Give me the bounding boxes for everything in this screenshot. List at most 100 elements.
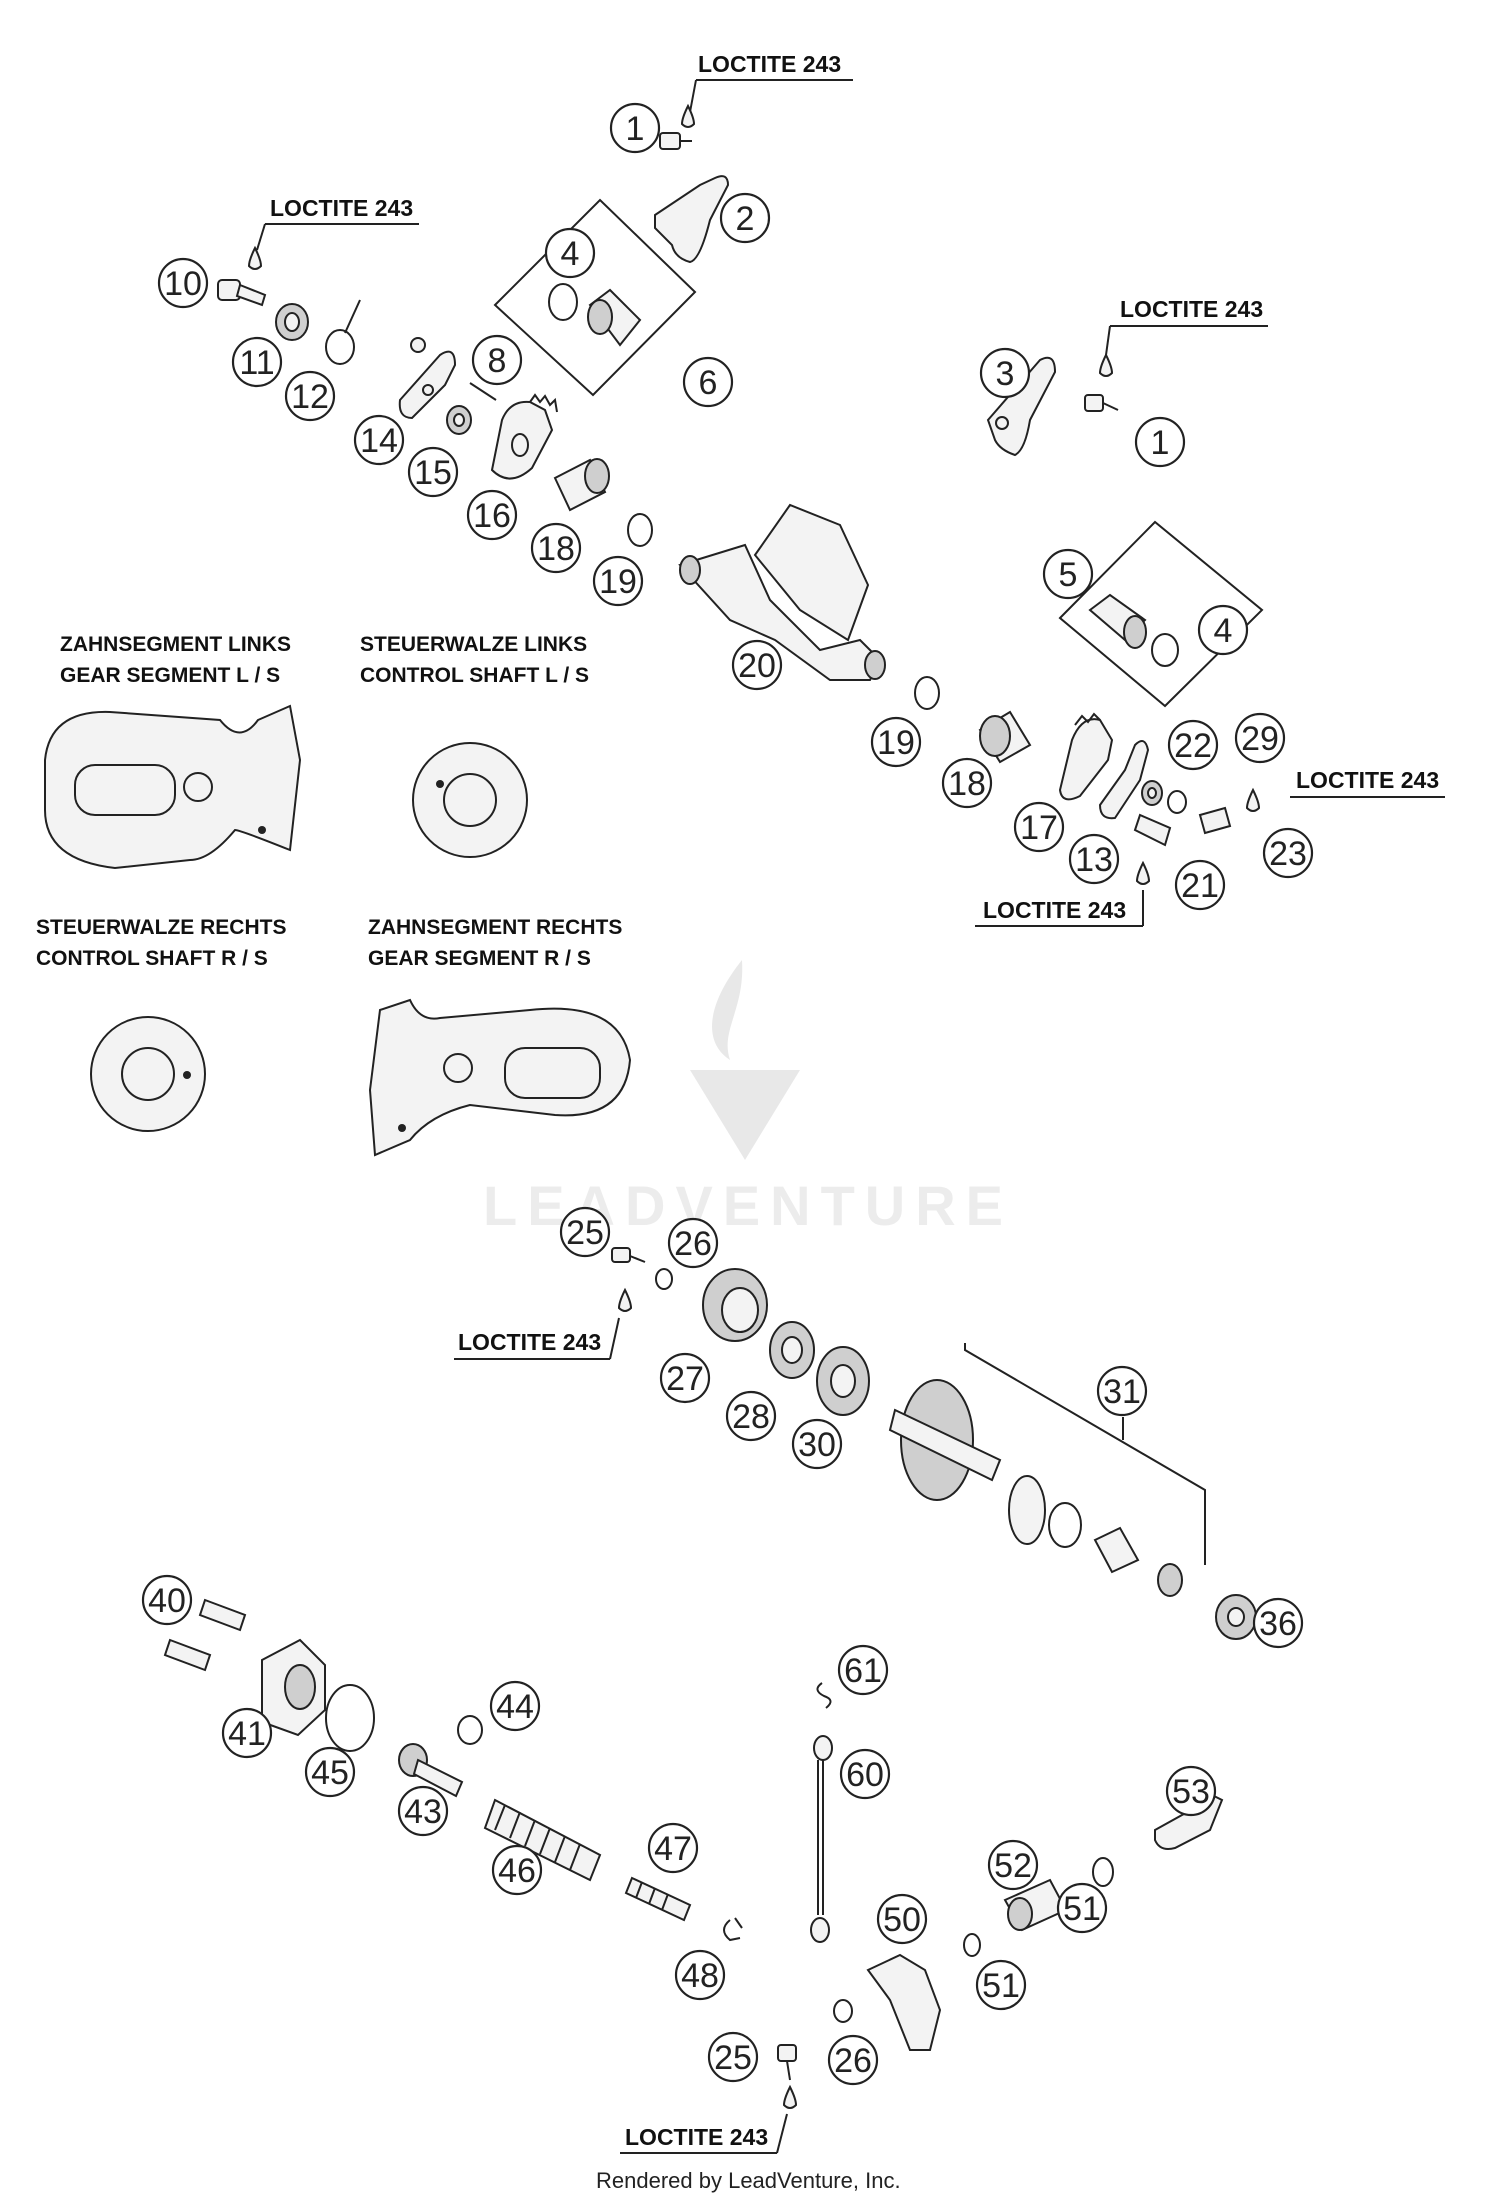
- pin-8: [469, 382, 497, 401]
- callout-label: 51: [982, 1967, 1020, 2005]
- svg-text:LOCTITE 243: LOCTITE 243: [698, 51, 841, 77]
- callout-61: 61: [837, 1644, 889, 1696]
- callout-46: 46: [491, 1844, 543, 1896]
- callout-8: 8: [471, 334, 523, 386]
- callout-label: 40: [148, 1582, 186, 1620]
- callout-53: 53: [1165, 1765, 1217, 1817]
- callout-label: 25: [566, 1214, 604, 1252]
- o-ring-4: [1151, 633, 1179, 667]
- bearing-28: [769, 1321, 815, 1379]
- o-ring-44: [457, 1715, 483, 1745]
- screw-21: [1133, 813, 1172, 847]
- callout-label: 46: [498, 1852, 536, 1890]
- callout-44: 44: [489, 1680, 541, 1732]
- callout-30: 30: [791, 1418, 843, 1470]
- svg-text:LOCTITE 243: LOCTITE 243: [983, 897, 1126, 923]
- svg-text:CONTROL SHAFT R / S: CONTROL SHAFT R / S: [36, 947, 268, 970]
- circlip-12: [325, 299, 361, 365]
- screw-25b: [777, 2044, 797, 2081]
- callout-13: 13: [1068, 833, 1120, 885]
- washer-51: [963, 1933, 981, 1957]
- callout-20: 20: [731, 639, 783, 691]
- shaft-43: [398, 1743, 464, 1798]
- lever-50: [866, 1953, 942, 2051]
- gear-segment-17: [1058, 718, 1114, 801]
- callout-label: 4: [1214, 612, 1233, 650]
- callout-14: 14: [353, 414, 405, 466]
- loctite-drop-icon: [247, 245, 263, 270]
- control-shaft-20: [678, 503, 886, 681]
- spring-47: [624, 1876, 692, 1922]
- screw-25: [611, 1247, 646, 1263]
- clip-48: [723, 1917, 743, 1942]
- callout-3: 3: [979, 347, 1031, 399]
- callout-18: 18: [941, 757, 993, 809]
- callout-label: 26: [834, 2042, 872, 2080]
- svg-text:STEUERWALZE RECHTS: STEUERWALZE RECHTS: [36, 916, 286, 939]
- callout-label: 53: [1172, 1773, 1210, 1811]
- washer-15: [446, 405, 472, 435]
- loctite-label: LOCTITE 243: [256, 195, 419, 251]
- callout-label: 27: [666, 1360, 704, 1398]
- callout-label: 36: [1259, 1605, 1297, 1643]
- gear-segment-16: [490, 400, 554, 480]
- loctite-drop-icon: [782, 2084, 798, 2109]
- watermark-logo: LEADVENTURE: [483, 960, 1003, 1237]
- svg-text:ZAHNSEGMENT RECHTS: ZAHNSEGMENT RECHTS: [368, 916, 622, 939]
- lever-2: [654, 175, 730, 264]
- callout-2: 2: [719, 192, 771, 244]
- svg-text:STEUERWALZE LINKS: STEUERWALZE LINKS: [360, 633, 587, 656]
- bushing-11: [275, 303, 309, 341]
- callout-label: 15: [414, 454, 452, 492]
- washer-29: [1167, 790, 1187, 814]
- callout-47: 47: [647, 1822, 699, 1874]
- callout-11: 11: [231, 336, 283, 388]
- callout-label: 1: [1151, 424, 1170, 462]
- callout-23: 23: [1262, 827, 1314, 879]
- callout-label: 43: [404, 1793, 442, 1831]
- screw-23: [1198, 806, 1232, 835]
- callout-label: 44: [496, 1688, 534, 1726]
- lever-3: [986, 356, 1057, 457]
- spring-46: [483, 1798, 602, 1882]
- loctite-drop-icon: [617, 1287, 633, 1312]
- callout-26: 26: [667, 1217, 719, 1269]
- bearing-30: [816, 1346, 870, 1416]
- loctite-label: LOCTITE 243: [454, 1317, 620, 1360]
- svg-text:ZAHNSEGMENT LINKS: ZAHNSEGMENT LINKS: [60, 633, 291, 656]
- svg-text:LOCTITE 243: LOCTITE 243: [1120, 296, 1263, 322]
- svg-text:LOCTITE 243: LOCTITE 243: [625, 2124, 768, 2150]
- callout-label: 25: [714, 2039, 752, 2077]
- callout-label: 60: [846, 1756, 884, 1794]
- callout-4: 4: [1197, 604, 1249, 656]
- callout-12: 12: [284, 370, 336, 422]
- screws-40: [163, 1598, 247, 1672]
- callout-label: 41: [228, 1715, 266, 1753]
- callout-label: 28: [732, 1398, 770, 1436]
- bracket-31: [964, 1343, 1206, 1565]
- callout-48: 48: [674, 1949, 726, 2001]
- loctite-label: LOCTITE 243: [620, 2113, 788, 2154]
- o-ring-19b: [914, 676, 940, 710]
- callout-label: 13: [1075, 841, 1113, 879]
- callout-label: 19: [599, 563, 637, 601]
- callout-label: 18: [948, 765, 986, 803]
- lever-13: [1098, 740, 1150, 820]
- callout-label: 3: [996, 355, 1015, 393]
- cover-41: [261, 1638, 326, 1737]
- screw-1: [659, 132, 692, 150]
- bushing-18b: [978, 710, 1032, 764]
- callout-label: 21: [1181, 867, 1219, 905]
- callout-52: 52: [987, 1839, 1039, 1891]
- loctite-drop-icon: [680, 103, 696, 128]
- callout-label: 26: [674, 1225, 712, 1263]
- callout-19: 19: [870, 716, 922, 768]
- callout-17: 17: [1013, 801, 1065, 853]
- washer-26b: [833, 1999, 853, 2023]
- callout-label: 16: [473, 497, 511, 535]
- callout-6: 6: [682, 356, 734, 408]
- rod-60: [810, 1735, 833, 1943]
- callout-label: 17: [1020, 809, 1058, 847]
- loctite-label: LOCTITE 243: [1105, 296, 1268, 356]
- callout-label: 11: [239, 344, 274, 382]
